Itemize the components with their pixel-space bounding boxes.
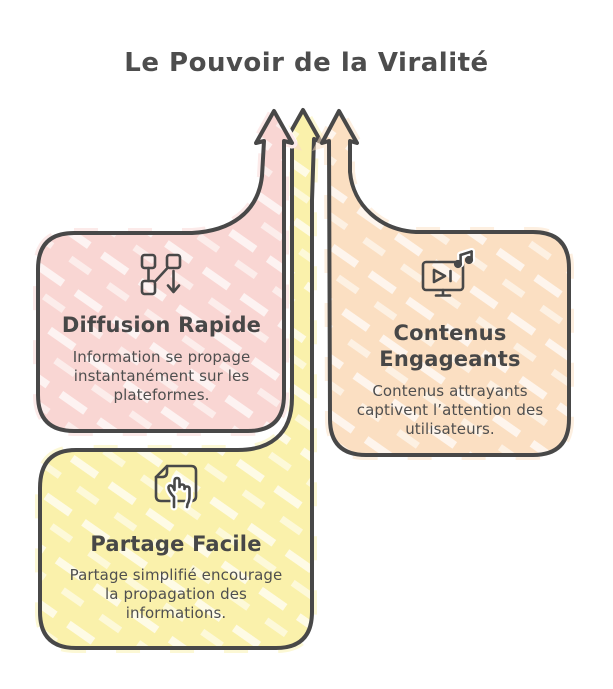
body-line: captivent l’attention des [356, 401, 544, 419]
card-body-diffusion-rapide: Information se propage instantanément su… [41, 348, 282, 405]
hand-glyph [167, 476, 191, 509]
card-title-contenus-engageants: Contenus Engageants [379, 321, 521, 371]
music-note [453, 250, 474, 269]
card-title-diffusion-rapide: Diffusion Rapide [61, 313, 262, 337]
body-line: instantanément sur les [73, 367, 250, 385]
document-hand-share-icon [154, 464, 198, 511]
body-line: plateformes. [113, 386, 210, 404]
body-line: Partage simplifié encourage [69, 566, 283, 584]
card-title-partage-facile: Partage Facile [90, 532, 262, 556]
body-line: la propagation des [105, 585, 247, 603]
body-line: Contenus attrayants [372, 382, 528, 400]
page-title: Le Pouvoir de la Viralité [124, 48, 489, 78]
card-body-contenus-engageants: Contenus attrayants captivent l’attentio… [340, 382, 560, 439]
body-line: Information se propage [72, 348, 251, 366]
body-line: utilisateurs. [405, 420, 495, 438]
network-distribution-icon [140, 253, 182, 296]
media-monitor-music-icon [421, 248, 476, 297]
body-line: informations. [125, 604, 227, 622]
card-body-partage-facile: Partage simplifié encourage la propagati… [46, 566, 306, 623]
